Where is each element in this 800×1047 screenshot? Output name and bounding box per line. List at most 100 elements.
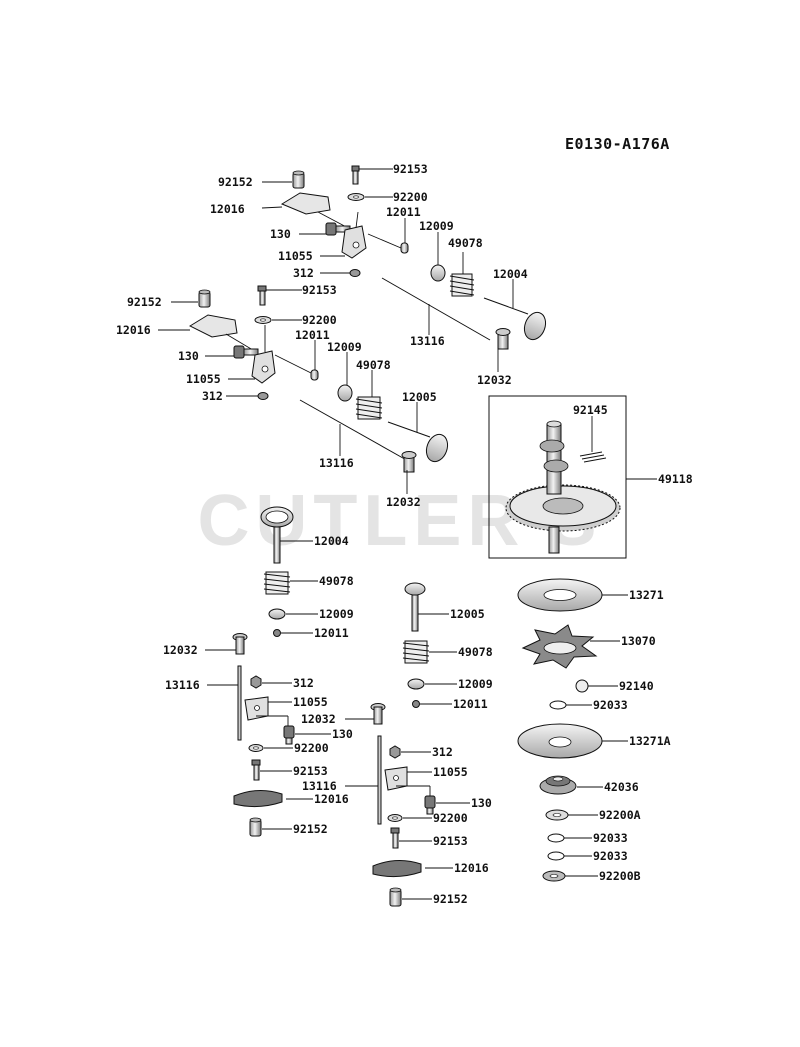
nut: [349, 269, 361, 277]
governor-holder: [521, 624, 598, 669]
label-92145: 92145: [573, 403, 608, 417]
label-92200A: 92200A: [599, 808, 641, 822]
pivot-bolt: [257, 285, 267, 306]
governor-sleeve: [539, 775, 577, 795]
exploded-valve-2: 12005 49078 12009 12011: [402, 582, 493, 711]
push-rod: [237, 665, 242, 741]
label-312: 312: [202, 389, 223, 403]
label-130: 130: [332, 727, 353, 741]
label-92153: 92153: [433, 834, 468, 848]
camshaft: [539, 420, 569, 554]
label-12005: 12005: [402, 390, 437, 404]
exploded-rocker-left: 12032 13116 312 11055 130 92200 92153 12…: [163, 633, 353, 837]
label-12032: 12032: [301, 712, 336, 726]
label-130: 130: [471, 796, 492, 810]
label-12011: 12011: [314, 626, 349, 640]
label-49078: 49078: [448, 236, 483, 250]
rocker-arm: [188, 314, 238, 338]
label-92140: 92140: [619, 679, 654, 693]
label-13116: 13116: [319, 456, 354, 470]
label-13116: 13116: [302, 779, 337, 793]
spring-retainer: [407, 678, 425, 690]
valve-cap: [310, 369, 319, 381]
label-12016: 12016: [116, 323, 151, 337]
label-12011: 12011: [386, 205, 421, 219]
valve-cap: [412, 700, 420, 708]
label-12032: 12032: [477, 373, 512, 387]
label-11055: 11055: [278, 249, 313, 263]
label-12016: 12016: [314, 792, 349, 806]
label-130: 130: [178, 349, 199, 363]
label-312: 312: [432, 745, 453, 759]
valve: [483, 297, 547, 341]
label-12004: 12004: [314, 534, 349, 548]
valve-stem: [273, 526, 281, 564]
label-12016: 12016: [210, 202, 245, 216]
label-92200B: 92200B: [599, 869, 641, 883]
rocker-arm: [280, 192, 331, 215]
label-92200: 92200: [433, 811, 468, 825]
label-12004: 12004: [493, 267, 528, 281]
push-rod: [377, 735, 382, 825]
nut: [250, 675, 262, 689]
label-92152: 92152: [127, 295, 162, 309]
snap-ring: [547, 851, 565, 861]
label-11055: 11055: [293, 695, 328, 709]
push-rod: [299, 399, 411, 463]
stud-bolt: [325, 222, 351, 236]
valve-cap: [400, 242, 409, 254]
steel-ball: [575, 679, 589, 693]
valve-spring: [402, 640, 430, 664]
spring-retainer: [430, 264, 446, 282]
rocker-arm: [233, 790, 283, 808]
rocker-nut: [198, 289, 211, 308]
spring-retainer: [268, 608, 286, 620]
valve-spring: [355, 396, 383, 420]
label-92200: 92200: [302, 313, 337, 327]
push-rod: [381, 277, 491, 341]
label-92153: 92153: [293, 764, 328, 778]
label-12011: 12011: [453, 697, 488, 711]
governor-cup-a: [517, 723, 603, 759]
nut: [389, 745, 401, 759]
governor-stack: 13271 13070 92140 92033 13271A 42036 922…: [517, 578, 671, 883]
upper-rocker-assembly: 92153 92152 92200 12016 12011 130 12009 …: [210, 162, 547, 387]
pivot-bolt: [390, 827, 400, 849]
stud-bolt: [424, 795, 436, 815]
label-92152: 92152: [433, 892, 468, 906]
valve-spring: [263, 571, 291, 595]
label-92033: 92033: [593, 849, 628, 863]
label-49078: 49078: [458, 645, 493, 659]
label-92033: 92033: [593, 831, 628, 845]
label-13271: 13271: [629, 588, 664, 602]
spring-retainer: [337, 384, 353, 402]
label-11055: 11055: [186, 372, 221, 386]
camshaft-assembly: 92145 49118: [488, 395, 693, 559]
label-312: 312: [293, 266, 314, 280]
label-12009: 12009: [327, 340, 362, 354]
valve-stem: [411, 594, 419, 632]
label-92200: 92200: [294, 741, 329, 755]
label-12016: 12016: [454, 861, 489, 875]
label-12011: 12011: [295, 328, 330, 342]
label-92152: 92152: [293, 822, 328, 836]
diagram-code: E0130-A176A: [565, 135, 670, 153]
camshaft-box: [488, 395, 627, 559]
label-13271A: 13271A: [629, 734, 671, 748]
label-12032: 12032: [163, 643, 198, 657]
label-12009: 12009: [419, 219, 454, 233]
valve-head: [404, 582, 426, 596]
label-49118: 49118: [658, 472, 693, 486]
rocker-arm: [372, 860, 422, 878]
label-42036: 42036: [604, 780, 639, 794]
label-92200: 92200: [393, 190, 428, 204]
tappet: [370, 703, 386, 725]
label-92153: 92153: [302, 283, 337, 297]
pivot-bolt: [351, 165, 360, 185]
label-12005: 12005: [450, 607, 485, 621]
valve-cap: [273, 629, 281, 637]
stud-bolt: [233, 345, 259, 359]
label-13070: 13070: [621, 634, 656, 648]
rocker-nut: [292, 170, 305, 189]
